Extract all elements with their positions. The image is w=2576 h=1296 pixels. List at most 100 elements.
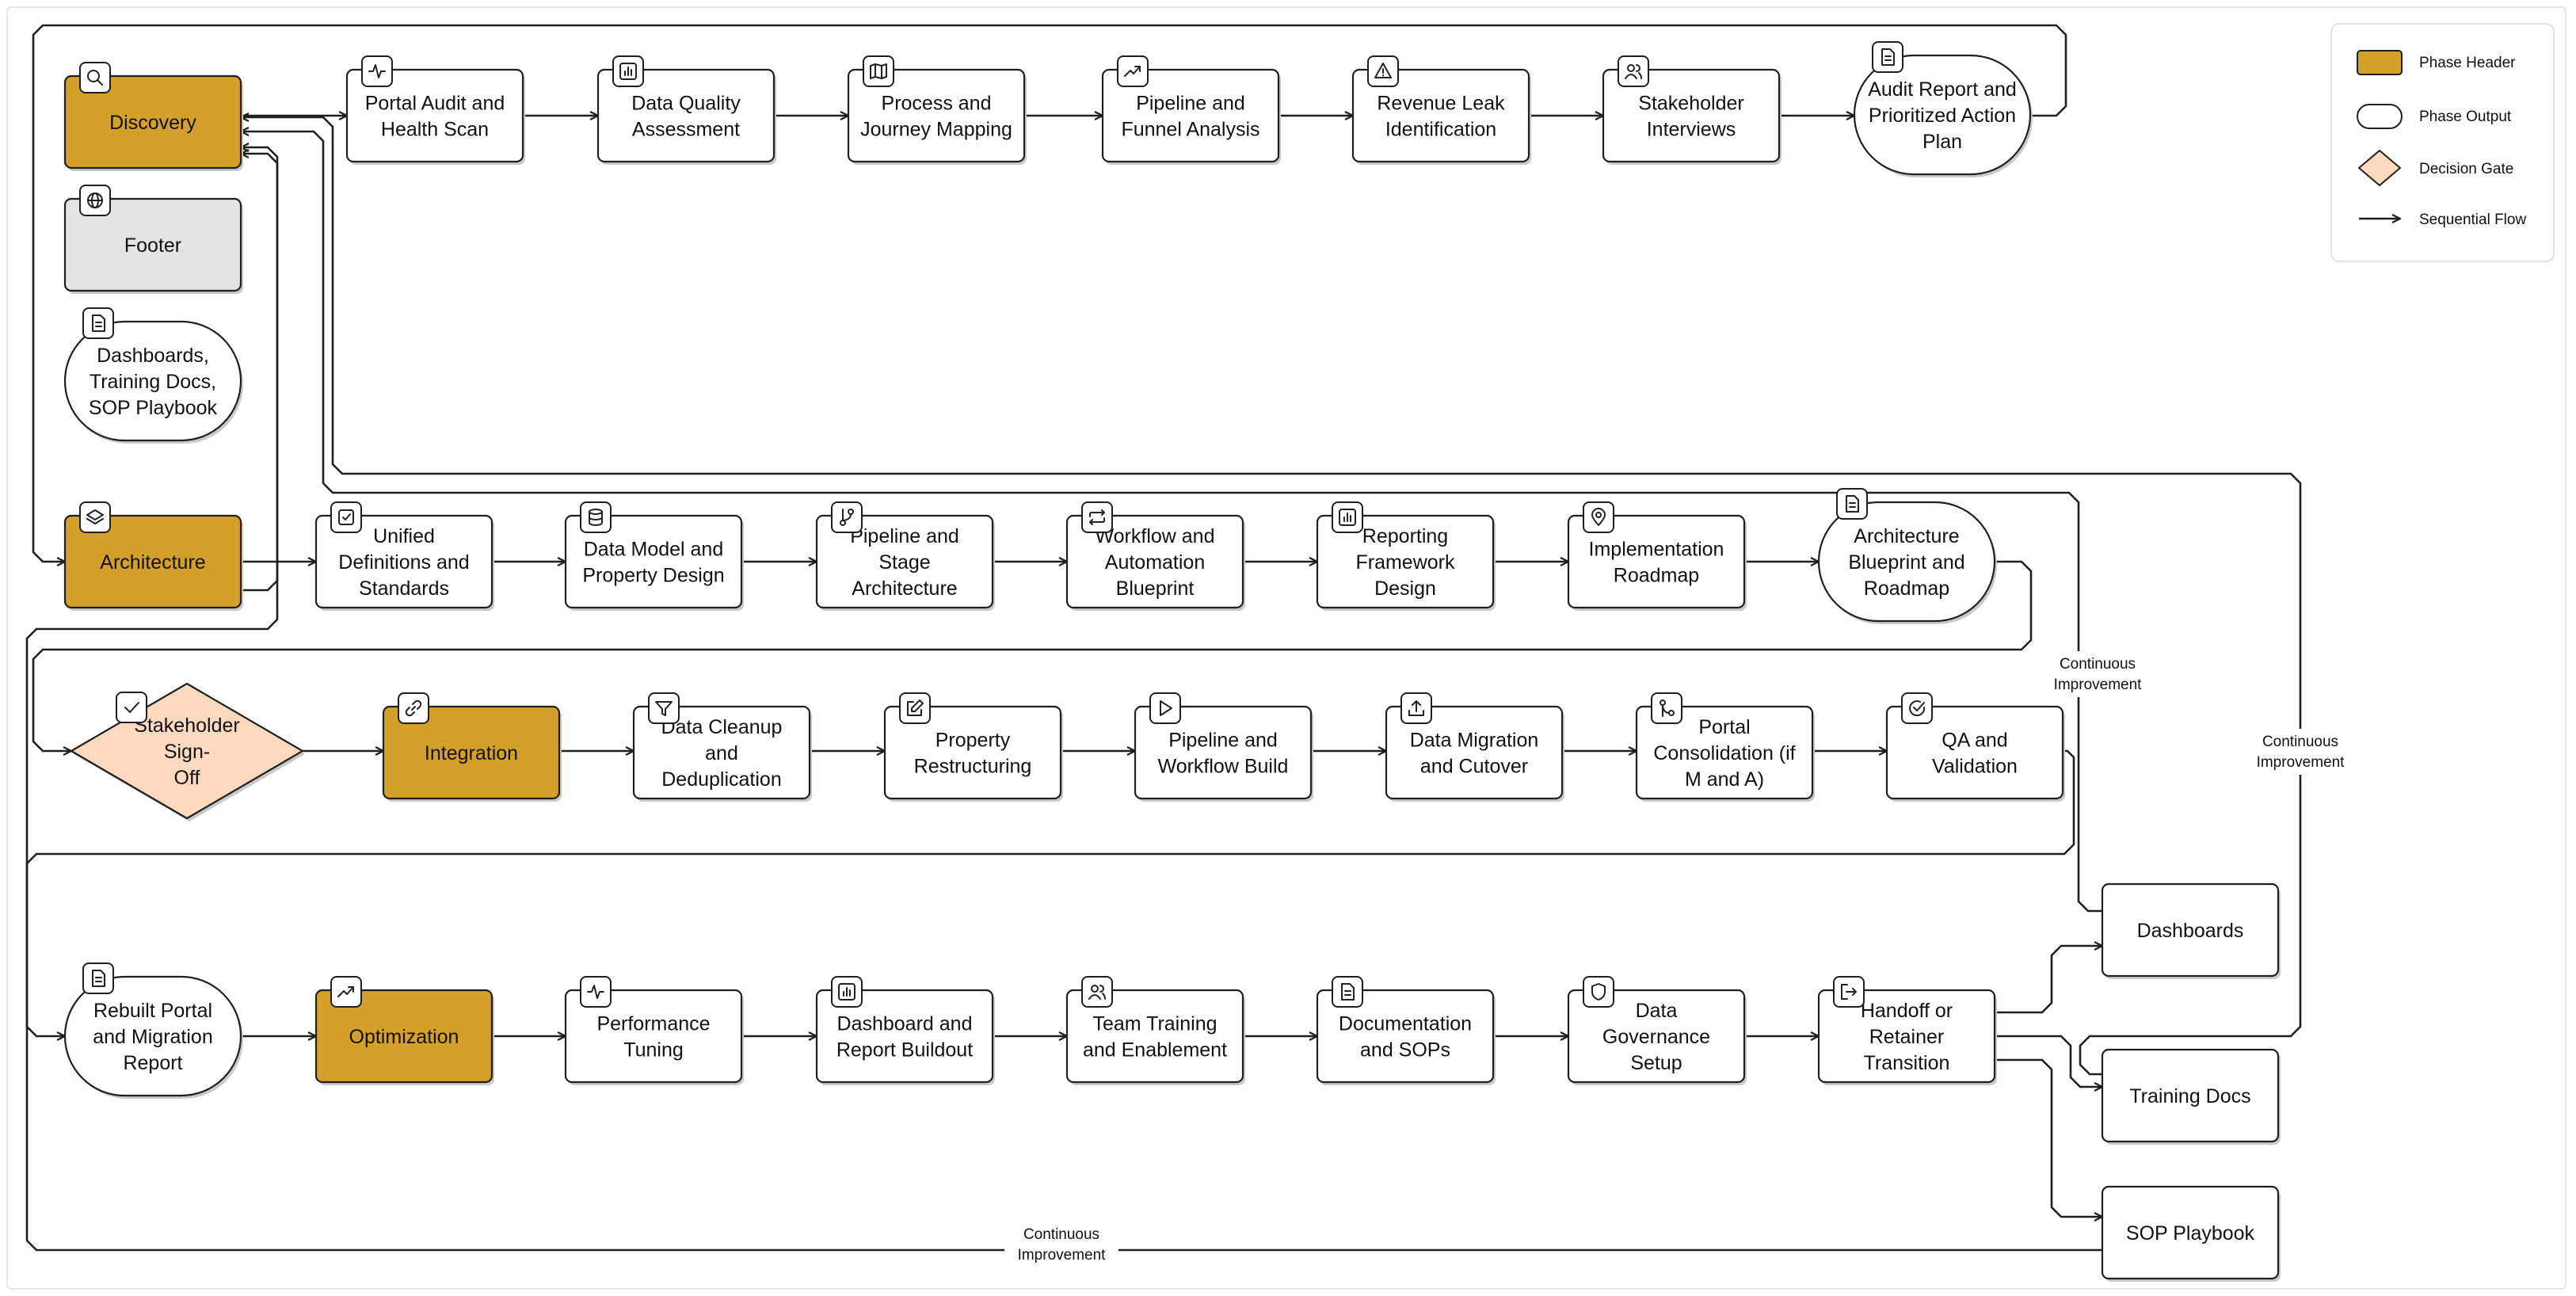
step-shape — [632, 705, 811, 800]
node-training-docs[interactable]: Training Docs — [2101, 1048, 2281, 1145]
icon-badge — [580, 501, 612, 533]
node-label-line: Footer — [124, 234, 181, 257]
node-dashboards[interactable]: Dashboards — [2101, 882, 2281, 979]
node-label-line: Retainer — [1869, 1026, 1945, 1048]
phase-shape — [63, 74, 242, 170]
node-label-line: Blueprint and — [1848, 551, 1964, 574]
icon-badge — [1618, 55, 1649, 87]
output-shape — [1853, 54, 2032, 176]
step-shape — [1817, 989, 1996, 1084]
node-label: Footer — [124, 234, 181, 257]
node-label-line: Handoff or — [1861, 1000, 1953, 1022]
step-shape — [883, 705, 1062, 800]
step-shape — [847, 68, 1026, 163]
icon-badge — [398, 692, 429, 724]
node-label-line: Journey Mapping — [860, 119, 1012, 141]
document-icon — [1846, 495, 1859, 513]
node-label-line: Dashboards, — [97, 345, 209, 367]
icon-badge — [361, 55, 393, 87]
edge-handoff-retainer-to-sop-playbook — [1995, 1058, 2102, 1217]
icon-badge — [79, 501, 111, 533]
node-label-line: Training Docs, — [90, 371, 216, 393]
shield-icon — [1591, 983, 1606, 1001]
legend-label: Phase Output — [2419, 109, 2512, 125]
node-label-line: Pipeline and — [1136, 93, 1245, 115]
node-optimization[interactable]: Optimization — [314, 976, 494, 1085]
node-footer[interactable]: Footer — [63, 185, 243, 294]
users-icon — [1625, 64, 1642, 79]
icon-badge — [1400, 692, 1432, 724]
icon-badge — [1367, 55, 1399, 87]
node-label-line: QA and — [1942, 730, 2007, 752]
legend-swatch-output — [2357, 104, 2403, 129]
node-label-line: and SOPs — [1360, 1039, 1450, 1062]
node-sop-playbook[interactable]: SOP Playbook — [2101, 1185, 2281, 1282]
icon-badge — [1332, 501, 1363, 533]
node-architecture[interactable]: Architecture — [63, 501, 243, 611]
node-label-line: Data — [1636, 1000, 1678, 1022]
step-shape — [1065, 514, 1244, 609]
node-dashboards-training-sop[interactable]: Dashboards,Training Docs,SOP Playbook — [63, 307, 243, 444]
icon-badge — [1901, 692, 1933, 724]
legend-panel — [2330, 23, 2555, 262]
icon-badge — [330, 976, 362, 1008]
phase-shape — [63, 514, 242, 609]
step-shape — [815, 514, 994, 609]
database-icon — [589, 509, 603, 526]
node-label-line: Tuning — [623, 1039, 684, 1062]
icon-badge — [79, 185, 111, 216]
step-shape — [815, 989, 994, 1084]
node-label-line: Rebuilt Portal — [93, 1000, 212, 1022]
node-label-line: Pipeline and — [1168, 730, 1278, 752]
edge-label-text: Continuous — [1023, 1226, 1099, 1243]
node-label-line: Portal — [1698, 716, 1750, 738]
step-shape — [1602, 68, 1781, 163]
search-icon — [87, 70, 103, 86]
node-discovery[interactable]: Discovery — [63, 62, 243, 171]
step-shape — [1134, 705, 1313, 800]
node-integration[interactable]: Integration — [382, 692, 562, 802]
output-shape — [1817, 501, 1996, 623]
node-label-line: Discovery — [109, 112, 196, 134]
node-label-line: Data Model and — [584, 539, 724, 561]
check-circle-icon — [1909, 700, 1926, 717]
